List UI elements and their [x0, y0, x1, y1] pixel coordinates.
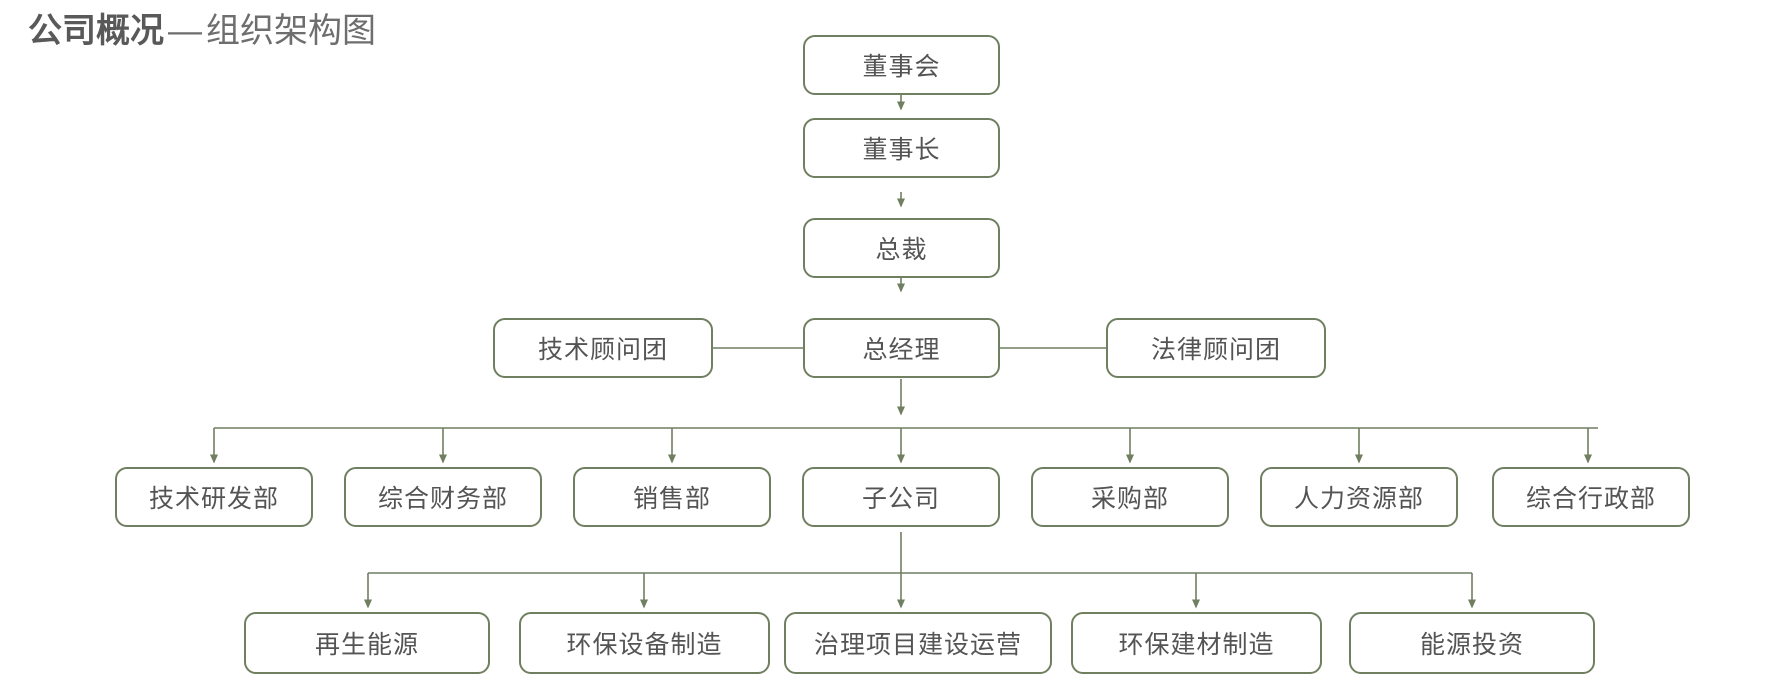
node-sub-projects[interactable]: 治理项目建设运营	[784, 612, 1052, 674]
node-tech-advisors[interactable]: 技术顾问团	[493, 318, 713, 378]
page-title-subtitle: 组织架构图	[206, 12, 376, 50]
node-dept-hr[interactable]: 人力资源部	[1260, 467, 1458, 527]
page-title-separator: —	[168, 12, 202, 50]
node-sub-investment[interactable]: 能源投资	[1349, 612, 1595, 674]
node-sub-equipment[interactable]: 环保设备制造	[519, 612, 770, 674]
node-general-manager[interactable]: 总经理	[803, 318, 1000, 378]
node-dept-purchasing[interactable]: 采购部	[1031, 467, 1229, 527]
node-president[interactable]: 总裁	[803, 218, 1000, 278]
page-title: 公司概况—组织架构图	[28, 6, 376, 56]
node-sub-materials[interactable]: 环保建材制造	[1071, 612, 1322, 674]
node-dept-admin[interactable]: 综合行政部	[1492, 467, 1690, 527]
node-sub-renewable[interactable]: 再生能源	[244, 612, 490, 674]
node-chairman[interactable]: 董事长	[803, 118, 1000, 178]
page-title-strong: 公司概况	[28, 12, 164, 50]
node-dept-rd[interactable]: 技术研发部	[115, 467, 313, 527]
node-dept-sales[interactable]: 销售部	[573, 467, 771, 527]
node-dept-subsidiary[interactable]: 子公司	[802, 467, 1000, 527]
node-dept-finance[interactable]: 综合财务部	[344, 467, 542, 527]
node-legal-advisors[interactable]: 法律顾问团	[1106, 318, 1326, 378]
node-board[interactable]: 董事会	[803, 35, 1000, 95]
